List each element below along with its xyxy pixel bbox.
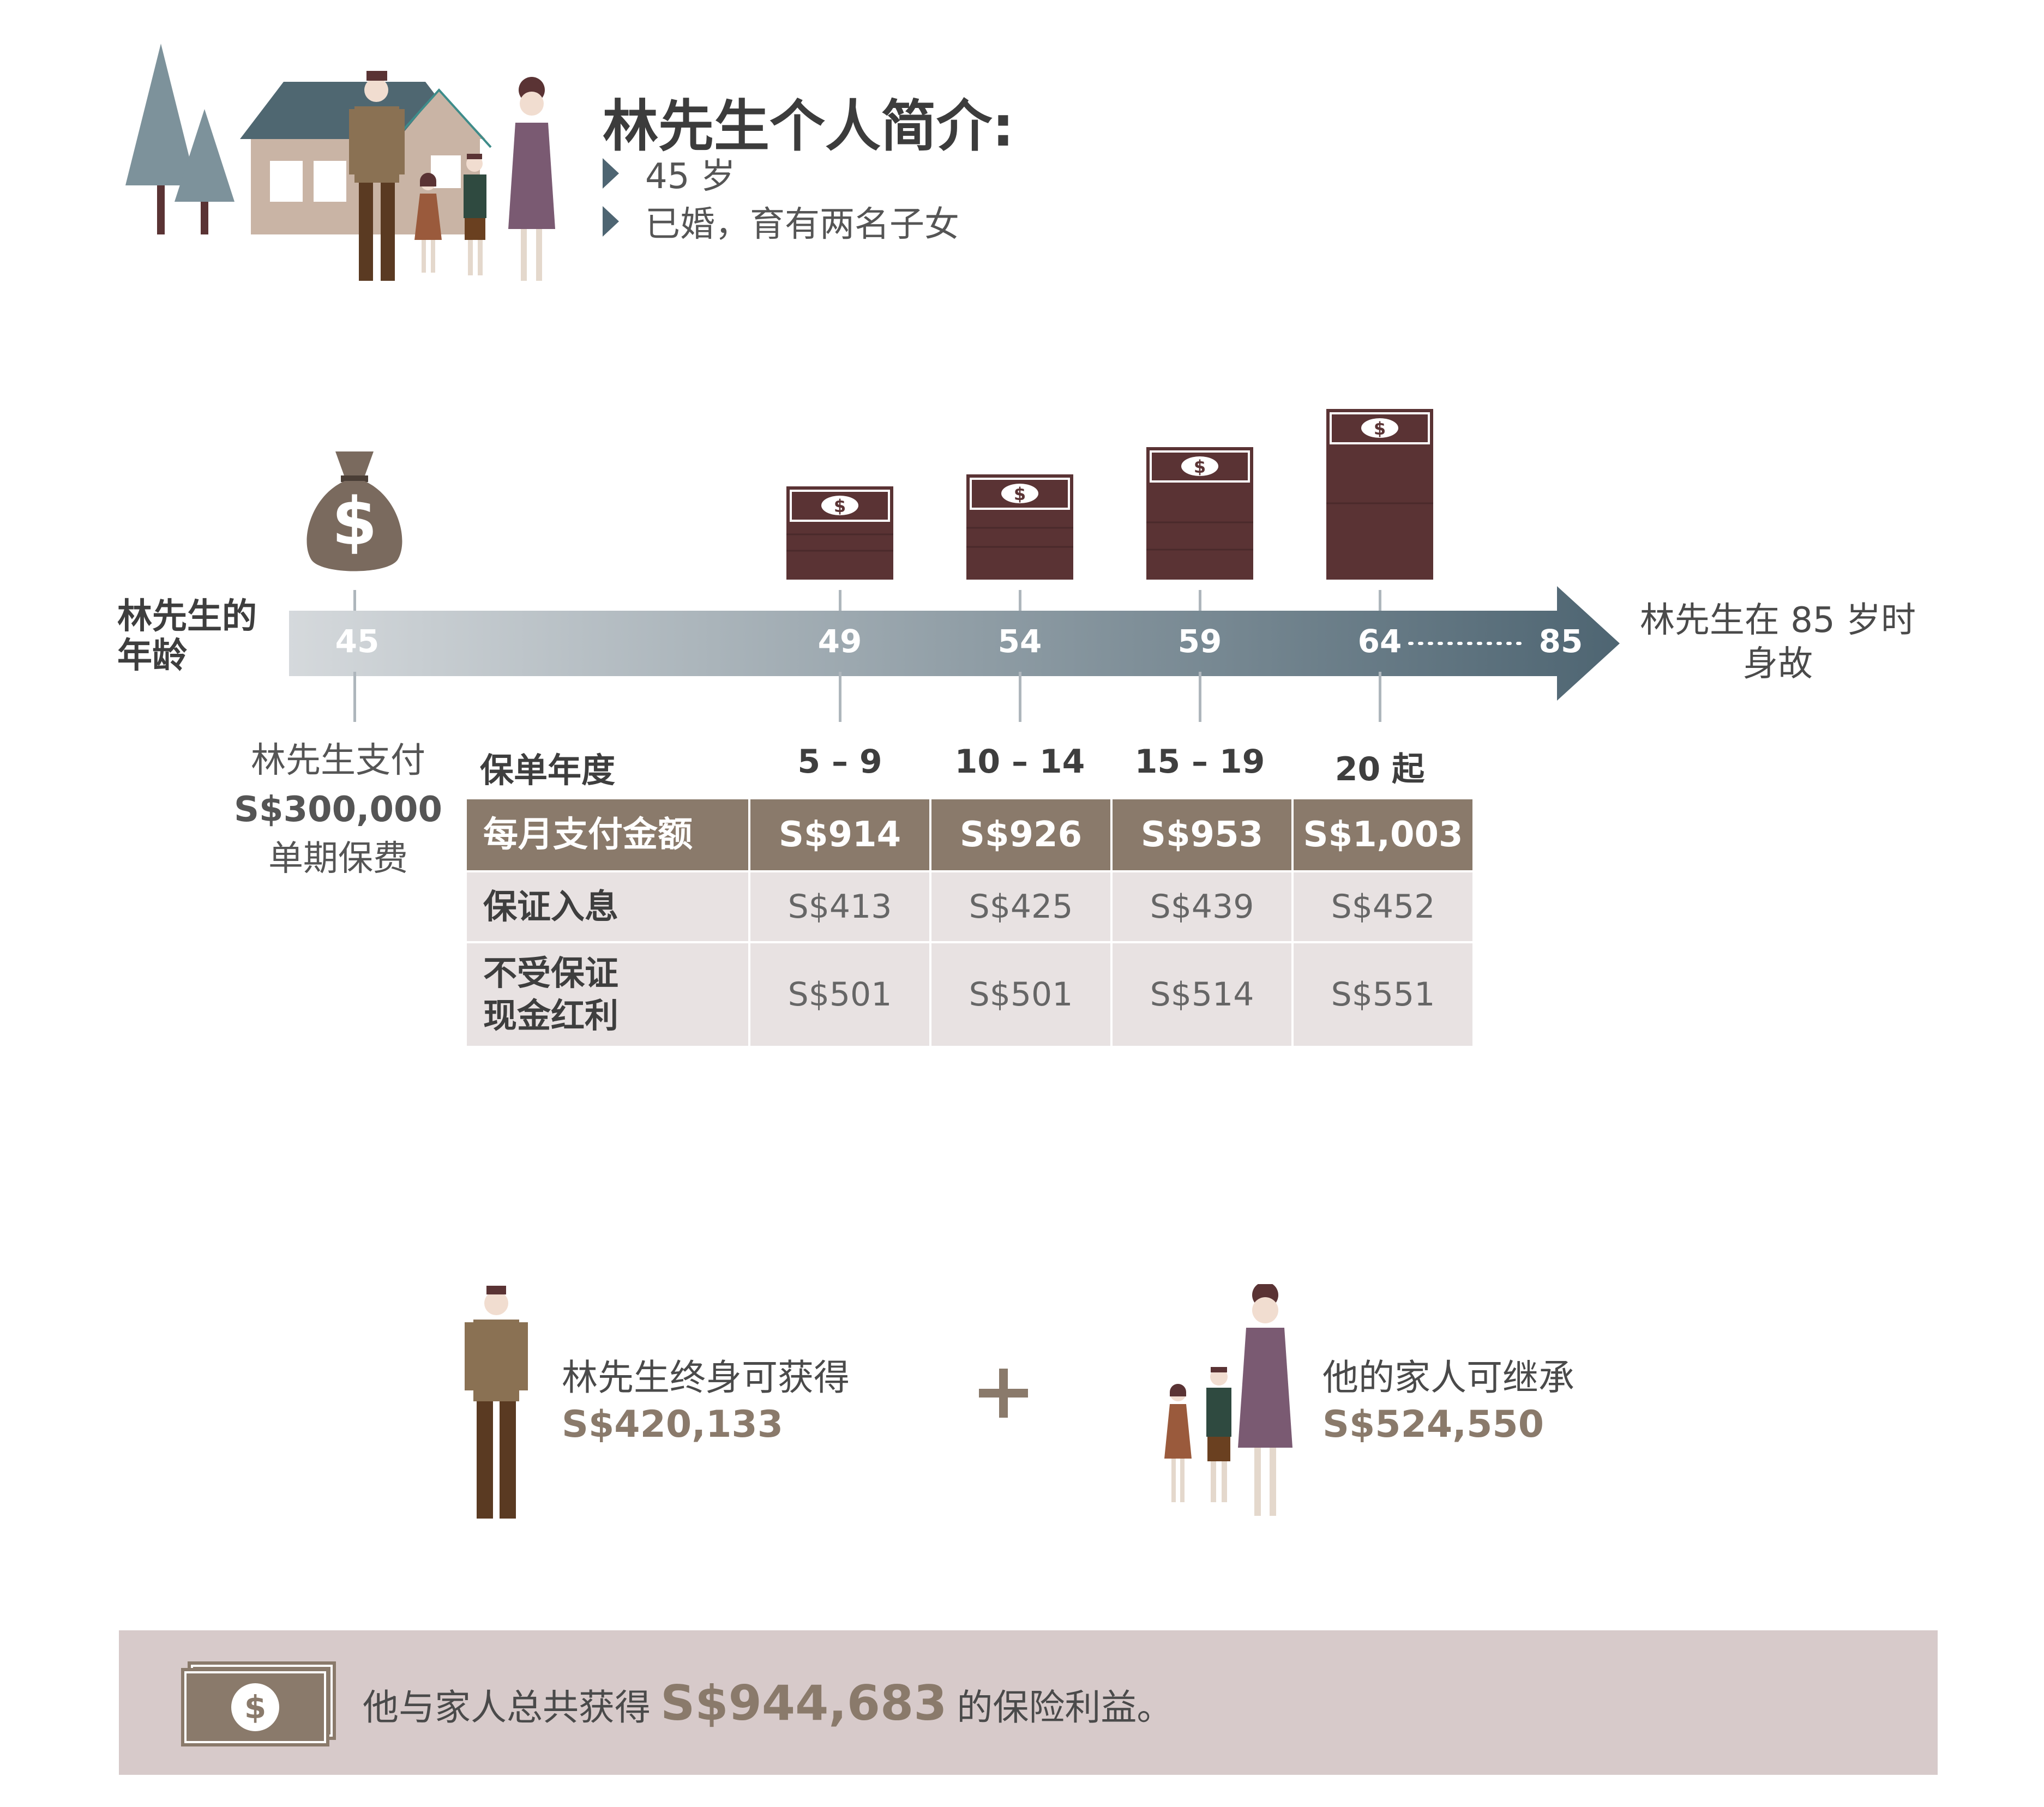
table-cell: S$425 — [929, 870, 1113, 943]
profile-bullet-age: 45 岁 — [603, 148, 736, 198]
premium-paid-note: 林先生支付 S$300,000 单期保费 — [233, 740, 443, 879]
man-figure-icon — [465, 1286, 528, 1519]
plus-icon — [979, 1369, 1028, 1418]
cash-stack-icon: $ — [966, 474, 1073, 580]
svg-text:$: $ — [1014, 484, 1026, 504]
boy-figure-icon — [464, 154, 486, 275]
girl-figure-icon — [414, 173, 442, 273]
premium-amount: S$300,000 — [233, 790, 443, 830]
table-cell: S$439 — [1110, 870, 1294, 943]
family-benefit-amount: S$524,550 — [1322, 1403, 1544, 1446]
age-tick — [839, 590, 841, 611]
profile-bullet-family: 已婚，育有两名子女 — [603, 196, 959, 246]
age-tick — [353, 672, 356, 722]
total-benefit-amount: S$944,683 — [660, 1675, 947, 1731]
table-cell: S$514 — [1110, 941, 1294, 1048]
table-cell: S$501 — [929, 941, 1113, 1048]
cash-stack-icon: $ — [786, 486, 893, 580]
family-house-illustration — [125, 44, 555, 281]
row-label: 每月支付金额 — [465, 797, 750, 872]
svg-text:$: $ — [244, 1689, 266, 1726]
table-row: 不受保证 现金红利 S$501 S$501 S$514 S$551 — [465, 941, 1475, 1048]
policy-year-header: 保单年度 — [480, 750, 616, 790]
age-label: 64 — [1357, 623, 1402, 660]
tree-icon — [175, 109, 235, 234]
timeline-arrow — [289, 586, 1620, 701]
table-cell: S$413 — [748, 870, 931, 943]
table-cell: S$551 — [1291, 941, 1475, 1048]
axis-label: 林先生的 年龄 — [117, 597, 257, 676]
table-cell: S$1,003 — [1291, 797, 1475, 872]
cash-stack-icon: $ — [1326, 409, 1433, 580]
table-cell: S$501 — [748, 941, 931, 1048]
table-cell: S$926 — [929, 797, 1113, 872]
age-label: 85 — [1538, 623, 1583, 660]
cash-stack-icon: $ — [1146, 447, 1253, 580]
table-row: 每月支付金额 S$914 S$926 S$953 S$1,003 — [465, 797, 1475, 872]
age-tick — [1379, 590, 1381, 611]
table-cell: S$452 — [1291, 870, 1475, 943]
age-tick — [1379, 672, 1381, 722]
profile-title: 林先生个人简介: — [603, 94, 1014, 159]
age-label: 49 — [817, 623, 862, 660]
age-tick — [1019, 590, 1021, 611]
age-label: 59 — [1177, 623, 1222, 660]
svg-text:$: $ — [1194, 456, 1206, 477]
total-benefit-banner — [119, 1630, 1938, 1775]
banknote-icon: $ — [181, 1661, 336, 1746]
self-benefit-amount: S$420,133 — [562, 1403, 784, 1446]
table-cell: S$914 — [748, 797, 931, 872]
age-tick — [839, 672, 841, 722]
table-cell: S$953 — [1110, 797, 1294, 872]
total-benefit-text: 他与家人总共获得 S$944,683 的保险利益。 — [363, 1675, 1173, 1731]
money-bag-icon: $ — [306, 451, 402, 571]
table-row: 保证入息 S$413 S$425 S$439 S$452 — [465, 870, 1475, 943]
age-tick — [353, 590, 356, 611]
man-figure-icon — [349, 71, 405, 281]
svg-text:$: $ — [1374, 418, 1386, 439]
row-label: 不受保证 现金红利 — [465, 941, 750, 1048]
svg-text:$: $ — [834, 496, 846, 516]
policy-year-label: 5 – 9 — [797, 743, 882, 781]
age-tick — [1199, 590, 1201, 611]
woman-figure-icon — [508, 77, 555, 281]
age-label: 54 — [997, 623, 1042, 660]
policy-year-label: 20 起 — [1334, 750, 1425, 788]
death-note: 林先生在 85 岁时 身故 — [1639, 600, 1916, 684]
family-figure-icon — [1164, 1284, 1292, 1516]
age-tick — [1199, 672, 1201, 722]
policy-year-label: 10 – 14 — [954, 743, 1085, 781]
benefits-table: 每月支付金额 S$914 S$926 S$953 S$1,003 保证入息 S$… — [465, 797, 1475, 1048]
family-benefit-note: 他的家人可继承 S$524,550 — [1322, 1354, 1574, 1448]
tree-icon — [125, 44, 196, 234]
triangle-bullet-icon — [603, 158, 619, 189]
triangle-bullet-icon — [603, 206, 619, 237]
self-benefit-note: 林先生终身可获得 S$420,133 — [562, 1354, 850, 1448]
age-tick — [1019, 672, 1021, 722]
row-label: 保证入息 — [465, 870, 750, 943]
svg-text:$: $ — [332, 484, 377, 560]
policy-year-label: 15 – 19 — [1134, 743, 1265, 781]
age-label: 45 — [335, 623, 380, 660]
